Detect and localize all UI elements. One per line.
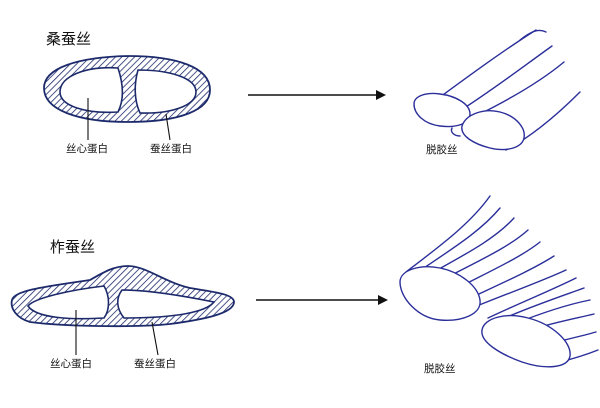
degummed-fibers-mulberry [413,29,581,151]
label-degummed-mulberry: 脱胶丝 [426,143,458,156]
degummed-fibers-tussah [399,195,599,368]
row-title-mulberry: 桑蚕丝 [46,30,91,48]
label-fibroin-mulberry: 丝心蛋白 [66,142,108,155]
fibroin-core-right-tussah [116,289,216,319]
fibroin-core-right-mulberry [134,69,197,114]
label-sericin-tussah: 蚕丝蛋白 [134,357,176,370]
fibroin-core-left-tussah [27,285,110,320]
leader-sericin-mulberry [165,113,171,141]
cross-section-mulberry [43,55,211,123]
label-sericin-mulberry: 蚕丝蛋白 [150,142,192,155]
row-mulberry: 桑蚕丝 丝心蛋白 蚕丝蛋白 脱胶丝 [43,29,581,156]
fibroin-core-left-mulberry [59,66,124,114]
cross-section-tussah [10,265,235,328]
leader-sericin-tussah [151,321,159,356]
label-degummed-tussah: 脱胶丝 [424,362,456,375]
row-title-tussah: 柞蚕丝 [50,238,95,256]
row-tussah: 柞蚕丝 丝心蛋白 蚕丝蛋白 [10,195,599,375]
label-fibroin-tussah: 丝心蛋白 [50,357,92,370]
